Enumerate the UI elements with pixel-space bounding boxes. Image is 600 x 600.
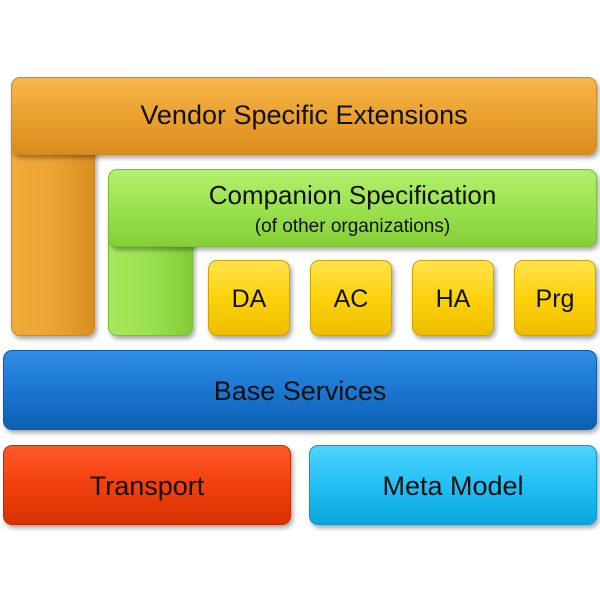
transport-label: Transport bbox=[89, 471, 205, 501]
model-block-prg: Prg bbox=[514, 260, 596, 336]
model-block-label: AC bbox=[333, 285, 369, 313]
base-services-block bbox=[3, 350, 597, 430]
model-block-ha: HA bbox=[412, 260, 494, 336]
base-services-label: Base Services bbox=[213, 376, 387, 406]
meta-model-block bbox=[309, 445, 597, 525]
vendor-extensions-label: Vendor Specific Extensions bbox=[140, 100, 468, 130]
model-block-da: DA bbox=[208, 260, 290, 336]
companion-specification-sublabel: (of other organizations) bbox=[254, 216, 451, 237]
transport-block bbox=[3, 445, 291, 525]
model-block-label: Prg bbox=[535, 285, 575, 313]
vendor-extensions-block bbox=[11, 77, 597, 155]
model-block-label: HA bbox=[435, 285, 471, 313]
companion-specification-block bbox=[108, 169, 597, 247]
model-block-label: DA bbox=[231, 285, 267, 313]
vendor-extensions-side-bar bbox=[11, 120, 95, 336]
meta-model-label: Meta Model bbox=[382, 471, 524, 501]
companion-specification-label: Companion Specification bbox=[208, 180, 497, 210]
model-block-ac: AC bbox=[310, 260, 392, 336]
